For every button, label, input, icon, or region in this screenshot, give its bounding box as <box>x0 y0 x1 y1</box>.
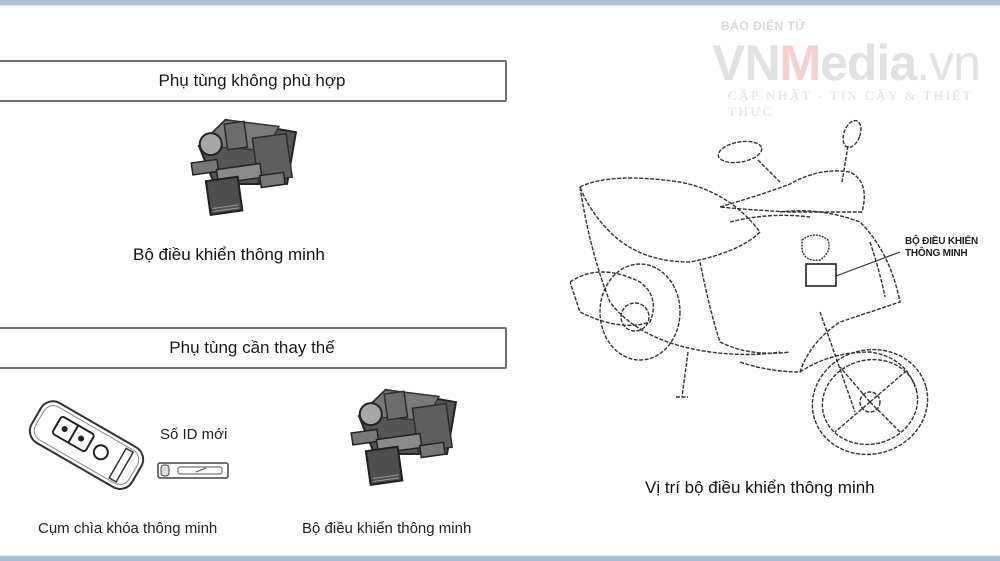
section-title: Phụ tùng không phù hợp <box>158 71 346 90</box>
watermark-edia: edia <box>820 35 917 91</box>
smart-key-fob-icon <box>28 400 145 490</box>
section-header-replacement: Phụ tùng cần thay thế <box>0 327 507 369</box>
watermark-tagline: CẬP NHẬT - TIN CẬY & THIẾT THỰC <box>728 88 974 119</box>
caption-new-id: Số ID mới <box>160 426 228 443</box>
caption-replacement-control-unit: Bộ điều khiển thông minh <box>302 520 472 537</box>
caption-unsuitable-control-unit: Bộ điều khiển thông minh <box>133 245 325 264</box>
scooter-diagram-icon <box>570 119 929 456</box>
smart-control-unit-icon <box>350 388 458 486</box>
section-title: Phụ tùng cần thay thế <box>169 338 335 357</box>
callout-line-1: BỘ ĐIỀU KHIỂN <box>905 236 978 247</box>
id-tag-icon <box>157 462 229 479</box>
watermark-m: M <box>779 35 821 91</box>
callout-label: BỘ ĐIỀU KHIỂN THÔNG MINH <box>905 236 978 260</box>
bottom-border <box>0 555 1000 561</box>
callout-line-2: THÔNG MINH <box>905 248 968 259</box>
watermark-top-text: BÁO ĐIỆN TỬ <box>721 19 806 33</box>
smart-control-unit-icon <box>190 118 298 216</box>
section-header-unsuitable: Phụ tùng không phù hợp <box>0 60 507 102</box>
watermark-vn: VN <box>712 35 780 91</box>
watermark-logo: VNMedia.vn <box>712 34 981 92</box>
vnmedia-watermark: BÁO ĐIỆN TỬ VNMedia.vn CẬP NHẬT - TIN CẬ… <box>700 16 1000 119</box>
watermark-domain: .vn <box>916 35 981 91</box>
caption-smart-key: Cụm chìa khóa thông minh <box>38 520 218 537</box>
caption-scooter-location: Vị trí bộ điều khiển thông minh <box>645 478 875 497</box>
top-border <box>0 0 1000 6</box>
